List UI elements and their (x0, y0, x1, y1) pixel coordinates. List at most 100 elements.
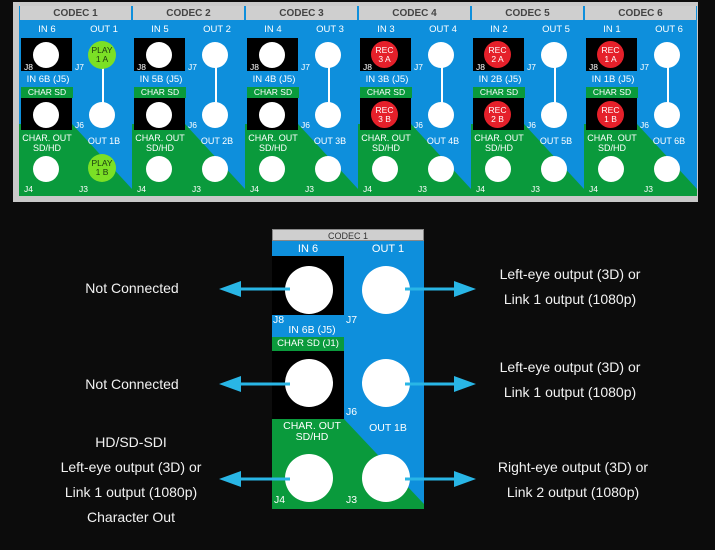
j3-label: J3 (531, 184, 540, 194)
j8-label: J8 (137, 62, 146, 72)
annotation-line: Link 1 output (1080p) (64, 484, 198, 500)
j7-label: J7 (640, 62, 649, 72)
j4-label: J4 (476, 184, 485, 194)
out-b-jack[interactable] (315, 102, 341, 128)
in-b-jack[interactable] (146, 102, 172, 128)
out-b-label: OUT 1B (87, 136, 121, 146)
j4-label: J4 (24, 184, 33, 194)
out-a-jack[interactable] (541, 42, 567, 68)
detail-j3-label: J3 (346, 494, 358, 506)
in-b-jack[interactable] (33, 102, 59, 128)
codec-column: CODEC 6 IN 1 OUT 6 J8 J7 IN 1B (J5) CHAR… (584, 6, 697, 196)
out-b-jack[interactable] (654, 102, 680, 128)
detail-char-out-line1: CHAR. OUT (283, 420, 341, 432)
detail-jack-j7[interactable] (362, 266, 410, 314)
annotation-line: Not Connected (85, 280, 179, 296)
out-a-jack[interactable] (654, 42, 680, 68)
j6-label: J6 (301, 120, 310, 130)
loop-line (554, 66, 556, 114)
out-label: OUT 6 (655, 24, 683, 35)
out-a-jack[interactable] (428, 42, 454, 68)
jack-j4[interactable] (485, 156, 511, 182)
in-label: IN 6 (38, 24, 56, 35)
j3-label: J3 (79, 184, 88, 194)
codec-header: CODEC 6 (584, 6, 697, 20)
j6-label: J6 (527, 120, 536, 130)
jack-j4[interactable] (372, 156, 398, 182)
codec-header: CODEC 5 (471, 6, 584, 20)
loop-line (102, 66, 104, 114)
j8-label: J8 (24, 62, 33, 72)
in-b-label: IN 2B (J5) (478, 74, 522, 85)
detail-jack-j3[interactable] (362, 454, 410, 502)
in-b-jack[interactable] (259, 102, 285, 128)
jack-j4[interactable] (259, 156, 285, 182)
out-a-jack[interactable] (202, 42, 228, 68)
in-label: IN 1 (603, 24, 621, 35)
jack-j4[interactable] (146, 156, 172, 182)
codec-header: CODEC 1 (19, 6, 132, 20)
j7-label: J7 (414, 62, 423, 72)
loop-line (441, 66, 443, 114)
in-a-jack[interactable] (33, 42, 59, 68)
detail-jack-j5[interactable] (285, 359, 333, 407)
jack-j4[interactable] (33, 156, 59, 182)
arrow-in-a (219, 281, 290, 297)
annotation-line: Not Connected (85, 376, 179, 392)
j6-label: J6 (414, 120, 423, 130)
jack-j3[interactable] (202, 156, 228, 182)
in-label: IN 4 (264, 24, 282, 35)
j8-label: J8 (250, 62, 259, 72)
codec-column: CODEC 4 IN 3 OUT 4 J8 J7 IN 3B (J5) CHAR… (358, 6, 471, 196)
annotation-line: Right-eye output (3D) or (497, 459, 649, 475)
out-b-jack[interactable] (202, 102, 228, 128)
loop-line (215, 66, 217, 114)
detail-j4-label: J4 (274, 494, 286, 506)
j6-label: J6 (640, 120, 649, 130)
jack-j3[interactable] (541, 156, 567, 182)
jack-j3[interactable] (654, 156, 680, 182)
j3-label: J3 (644, 184, 653, 194)
out-a-jack[interactable] (315, 42, 341, 68)
in-a-jack[interactable] (146, 42, 172, 68)
annotation-line: HD/SD-SDI (95, 434, 167, 450)
in-b-label: IN 4B (J5) (252, 74, 296, 85)
in-label: IN 3 (377, 24, 395, 35)
jack-j4[interactable] (598, 156, 624, 182)
detail-jack-j4[interactable] (285, 454, 333, 502)
out-label: OUT 1 (90, 24, 118, 35)
detail-jack-j8[interactable] (285, 266, 333, 314)
jack-j3[interactable] (428, 156, 454, 182)
loop-line (328, 66, 330, 114)
jack-j3[interactable] (315, 156, 341, 182)
detail-char-out-label: CHAR. OUT SD/HD (272, 421, 352, 443)
out-b-jack[interactable] (89, 102, 115, 128)
detail-jack-j6[interactable] (362, 359, 410, 407)
annotation-line: Character Out (87, 509, 175, 525)
in-b-label: IN 1B (J5) (591, 74, 635, 85)
out-b-label: OUT 4B (426, 136, 460, 146)
j4-label: J4 (137, 184, 146, 194)
annotation-char-out: HD/SD-SDI Left-eye output (3D) or Link 1… (50, 430, 212, 530)
in-a-jack[interactable] (259, 42, 285, 68)
out-label: OUT 4 (429, 24, 457, 35)
annotation-in-b: Not Connected (72, 372, 192, 397)
codec-header: CODEC 2 (132, 6, 245, 20)
out-b-jack[interactable] (428, 102, 454, 128)
out-b-jack[interactable] (541, 102, 567, 128)
arrow-out-b2 (405, 471, 476, 487)
